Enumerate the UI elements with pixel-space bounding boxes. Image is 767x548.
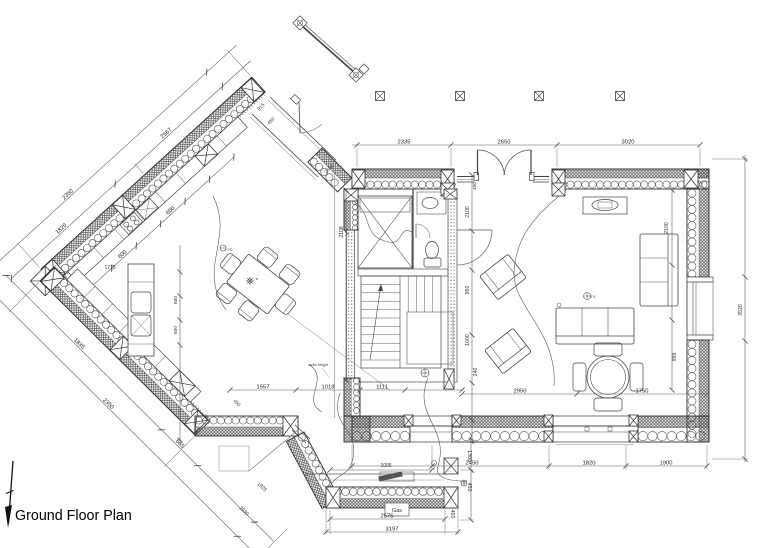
svg-text:600: 600: [165, 206, 176, 217]
svg-text:600: 600: [173, 326, 179, 334]
svg-text:600: 600: [117, 249, 128, 260]
svg-text:1005: 1005: [380, 463, 391, 469]
svg-text:3197: 3197: [386, 527, 399, 533]
svg-text:2100: 2100: [465, 206, 471, 218]
svg-text:1715: 1715: [104, 265, 115, 271]
svg-text:665: 665: [174, 439, 185, 450]
svg-text:450: 450: [472, 182, 477, 190]
svg-text:1557: 1557: [257, 385, 270, 391]
svg-text:2450: 2450: [466, 461, 479, 467]
svg-text:915: 915: [256, 102, 266, 112]
svg-text:1900: 1900: [660, 461, 673, 467]
svg-text:Ground Floor Plan: Ground Floor Plan: [15, 508, 132, 524]
svg-text:450: 450: [449, 510, 455, 519]
svg-text:450: 450: [266, 116, 276, 126]
svg-text:TV: TV: [590, 294, 595, 299]
svg-text:2100: 2100: [664, 222, 670, 234]
svg-text:600: 600: [173, 296, 179, 304]
svg-text:FD: FD: [227, 248, 232, 252]
svg-text:999: 999: [672, 353, 678, 362]
svg-text:3520: 3520: [738, 304, 744, 316]
svg-text:1600: 1600: [465, 334, 471, 346]
svg-text:e: e: [256, 276, 259, 281]
svg-text:950: 950: [465, 286, 471, 295]
svg-text:1111: 1111: [376, 385, 388, 391]
svg-text:2335: 2335: [398, 140, 411, 146]
svg-text:1820: 1820: [583, 461, 596, 467]
svg-text:240: 240: [473, 368, 479, 377]
svg-text:2950: 2950: [514, 389, 527, 395]
svg-text:2650: 2650: [498, 140, 511, 146]
svg-text:Gas: Gas: [392, 508, 402, 514]
svg-text:450: 450: [466, 483, 472, 492]
svg-text:1750: 1750: [636, 389, 649, 395]
svg-text:audio height: audio height: [308, 363, 328, 367]
svg-text:450: 450: [233, 398, 242, 407]
svg-text:2575: 2575: [381, 514, 394, 520]
svg-text:1018: 1018: [322, 385, 335, 391]
svg-text:3020: 3020: [622, 140, 635, 146]
svg-text:2108: 2108: [339, 226, 345, 238]
svg-text:1300: 1300: [466, 450, 472, 462]
